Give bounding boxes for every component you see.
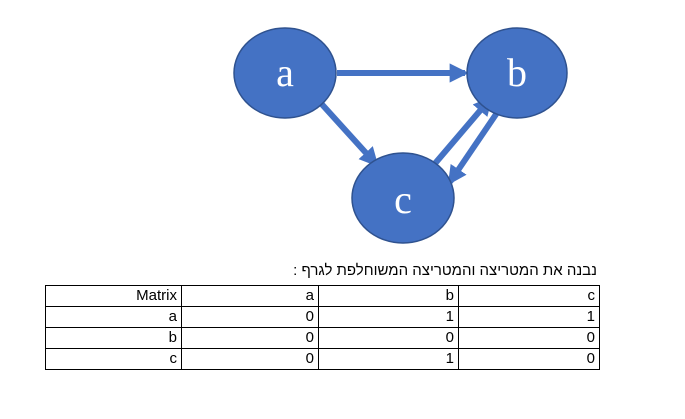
matrix-cell-c-b: 1: [318, 348, 459, 370]
node-c: c: [351, 152, 455, 244]
matrix-row-a: a 0 1 1: [45, 306, 600, 328]
matrix-col-header-c: c: [458, 285, 600, 307]
matrix-cell-c-c: 0: [458, 348, 600, 370]
matrix-caption: נבנה את המטריצה והמטריצה המשוחלפת לגרף :: [293, 262, 597, 279]
directed-graph-diagram: a b c: [233, 27, 568, 244]
edge-c-to-b: [429, 96, 493, 169]
matrix-cell-a-c: 1: [458, 306, 600, 328]
matrix-row-label-c: c: [45, 348, 182, 370]
matrix-row-b: b 0 0 0: [45, 327, 600, 349]
edge-b-to-c: [447, 102, 506, 186]
matrix-row-label-b: b: [45, 327, 182, 349]
matrix-col-header-a: a: [181, 285, 319, 307]
matrix-cell-b-c: 0: [458, 327, 600, 349]
node-a: a: [233, 27, 337, 119]
matrix-cell-a-a: 0: [181, 306, 319, 328]
node-a-label: a: [276, 50, 294, 95]
matrix-cell-b-b: 0: [318, 327, 459, 349]
matrix-cell-a-b: 1: [318, 306, 459, 328]
adjacency-matrix-table: Matrix a b c a 0 1 1 b 0 0 0 c 0 1 0: [45, 285, 600, 370]
node-c-circle: [351, 152, 455, 244]
node-a-circle: [233, 27, 337, 119]
matrix-header-row: Matrix a b c: [45, 285, 600, 307]
matrix-cell-c-a: 0: [181, 348, 319, 370]
edge-a-to-c: [315, 97, 379, 167]
matrix-col-header-b: b: [318, 285, 459, 307]
node-c-label: c: [394, 177, 412, 222]
matrix-row-label-a: a: [45, 306, 182, 328]
node-b-label: b: [507, 50, 527, 95]
matrix-row-c: c 0 1 0: [45, 348, 600, 370]
matrix-cell-b-a: 0: [181, 327, 319, 349]
matrix-corner-cell: Matrix: [45, 285, 182, 307]
node-b: b: [466, 27, 568, 119]
node-b-circle: [466, 27, 568, 119]
